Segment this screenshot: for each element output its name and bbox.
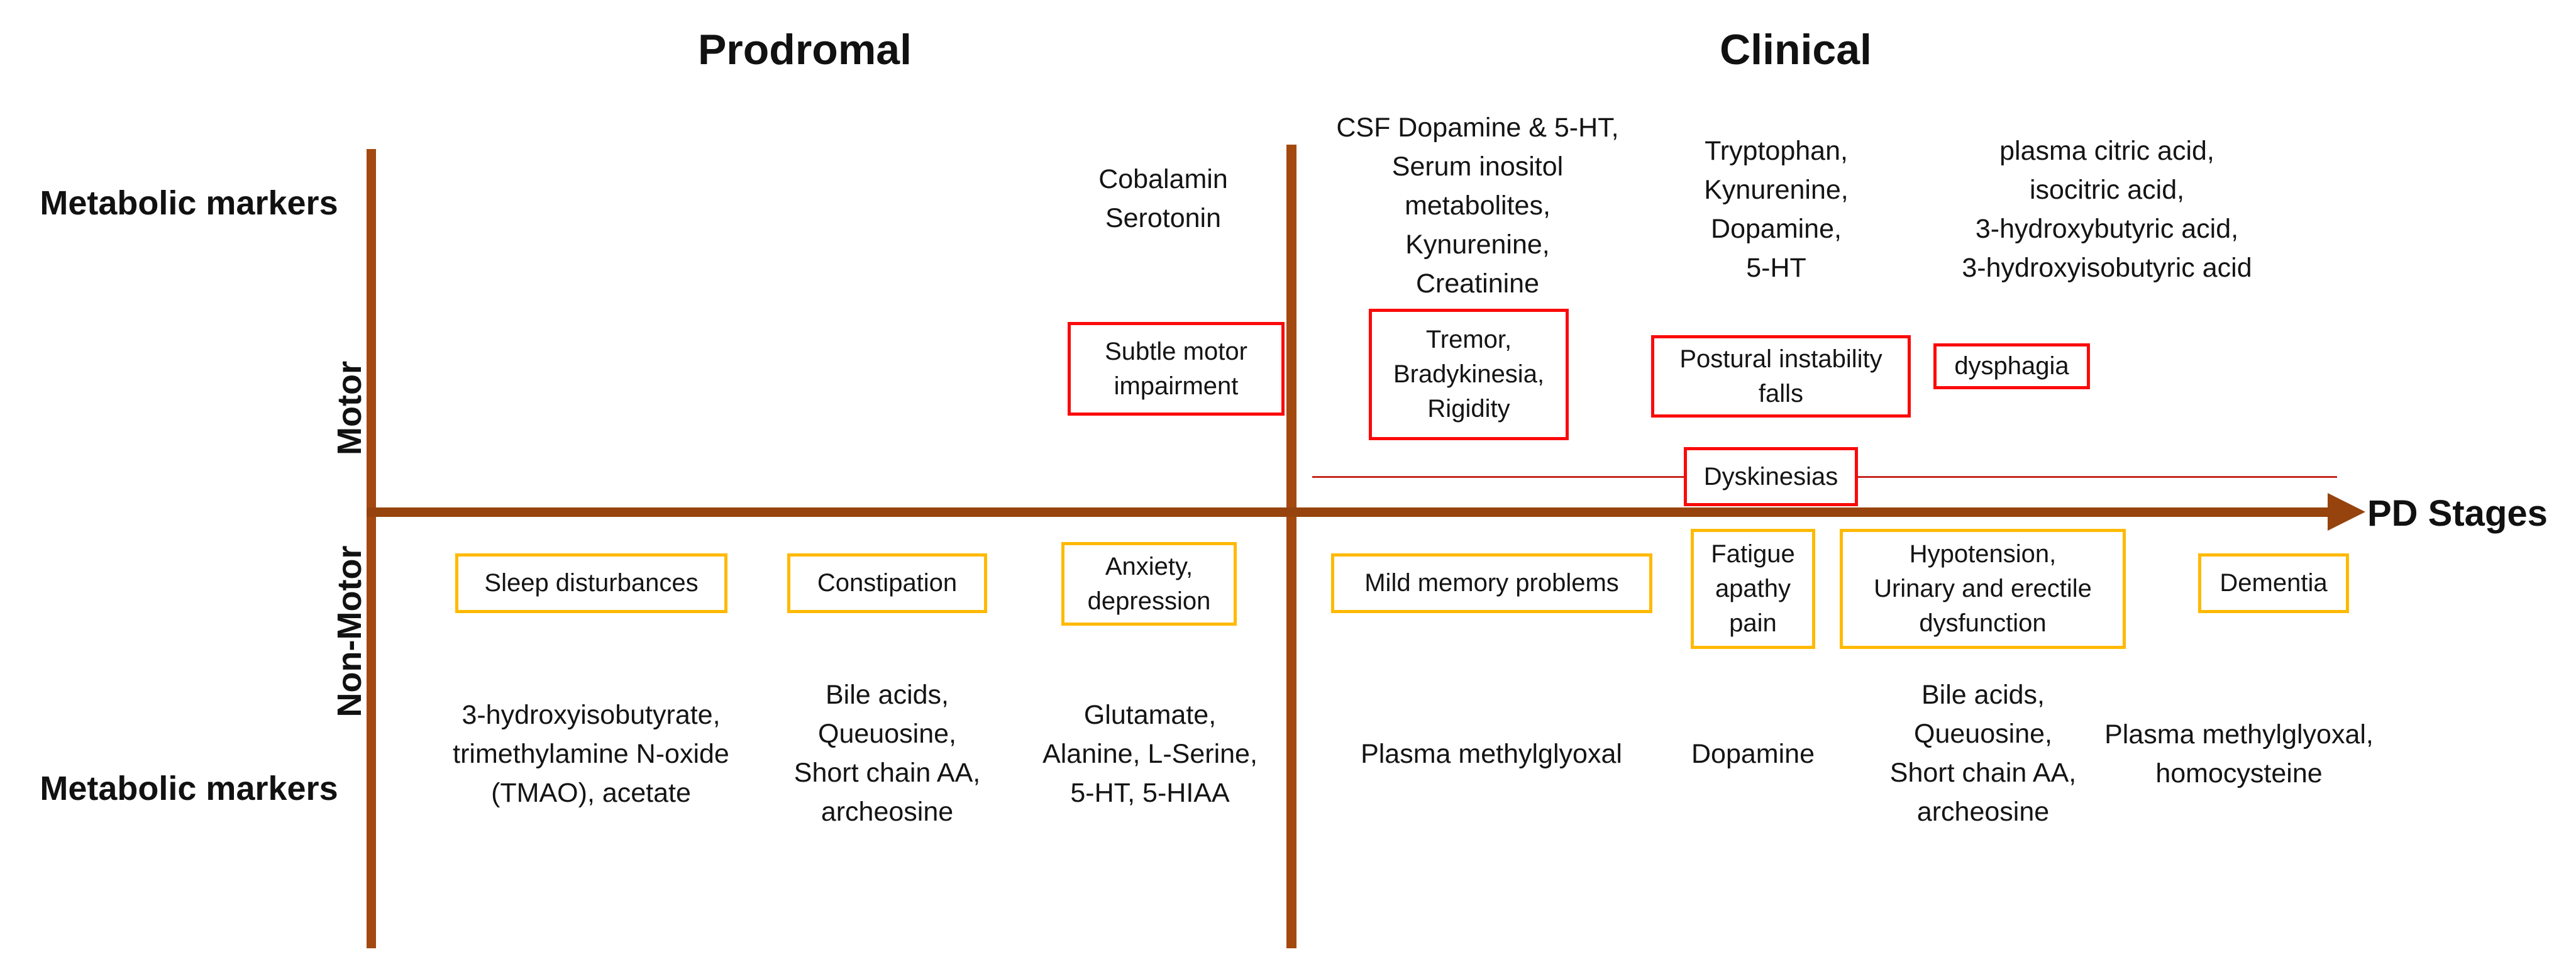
non-motor-box-constipation: Constipation xyxy=(787,553,987,613)
motor-box-dyskinesias: Dyskinesias xyxy=(1684,447,1858,506)
marker-plasma-methylglyoxal: Plasma methylglyoxal xyxy=(1361,739,1622,769)
label-metabolic-markers-top: Metabolic markers xyxy=(40,184,338,222)
non-motor-box-mild-memory-problems: Mild memory problems xyxy=(1331,553,1652,613)
left-axis-vertical-line xyxy=(367,149,376,948)
non-motor-box-hypotension-urinary-erectile: Hypotension, Urinary and erectile dysfun… xyxy=(1840,529,2126,649)
pd-stages-axis-label: PD Stages xyxy=(2367,493,2548,534)
marker-hydroxyisobutyrate-tmao-acetate: 3-hydroxyisobutyrate, trimethylamine N-o… xyxy=(453,700,729,808)
label-non-motor-axis: Non-Motor xyxy=(331,545,368,717)
motor-box-subtle-motor-impairment: Subtle motor impairment xyxy=(1068,322,1285,416)
non-motor-box-dementia: Dementia xyxy=(2198,553,2349,613)
motor-box-postural-instability-falls: Postural instability falls xyxy=(1651,335,1911,418)
marker-bile-acids-left: Bile acids, Queuosine, Short chain AA, a… xyxy=(793,680,981,827)
marker-plasma-citric-list: plasma citric acid, isocitric acid, 3-hy… xyxy=(1962,136,2252,283)
marker-csf-dopamine-list: CSF Dopamine & 5-HT, Serum inositol meta… xyxy=(1336,113,1619,299)
label-metabolic-markers-bottom: Metabolic markers xyxy=(40,770,338,807)
marker-tryptophan-list: Tryptophan, Kynurenine, Dopamine, 5-HT xyxy=(1704,136,1849,283)
motor-box-dysphagia: dysphagia xyxy=(1933,343,2090,389)
marker-glutamate-alanine-serine: Glutamate, Alanine, L-Serine, 5-HT, 5-HI… xyxy=(1042,700,1258,808)
prodromal-clinical-divider-line xyxy=(1286,145,1296,948)
marker-bile-acids-right: Bile acids, Queuosine, Short chain AA, a… xyxy=(1889,680,2077,827)
non-motor-box-sleep-disturbances: Sleep disturbances xyxy=(455,553,727,613)
phase-title-prodromal: Prodromal xyxy=(697,26,912,74)
marker-dopamine: Dopamine xyxy=(1691,739,1815,769)
label-motor-axis: Motor xyxy=(331,361,368,455)
non-motor-box-fatigue-apathy-pain: Fatigue apathy pain xyxy=(1691,529,1815,649)
motor-box-tremor-bradykinesia-rigidity: Tremor, Bradykinesia, Rigidity xyxy=(1369,309,1569,440)
marker-cobalamin-serotonin: Cobalamin Serotonin xyxy=(1098,164,1228,233)
phase-title-clinical: Clinical xyxy=(1720,26,1872,74)
non-motor-box-anxiety-depression: Anxiety, depression xyxy=(1061,542,1237,626)
marker-plasma-methylglyoxal-homocysteine: Plasma methylglyoxal, homocysteine xyxy=(2104,719,2374,789)
pd-stages-axis-line xyxy=(367,507,2330,517)
pd-stages-arrowhead xyxy=(2328,493,2365,531)
